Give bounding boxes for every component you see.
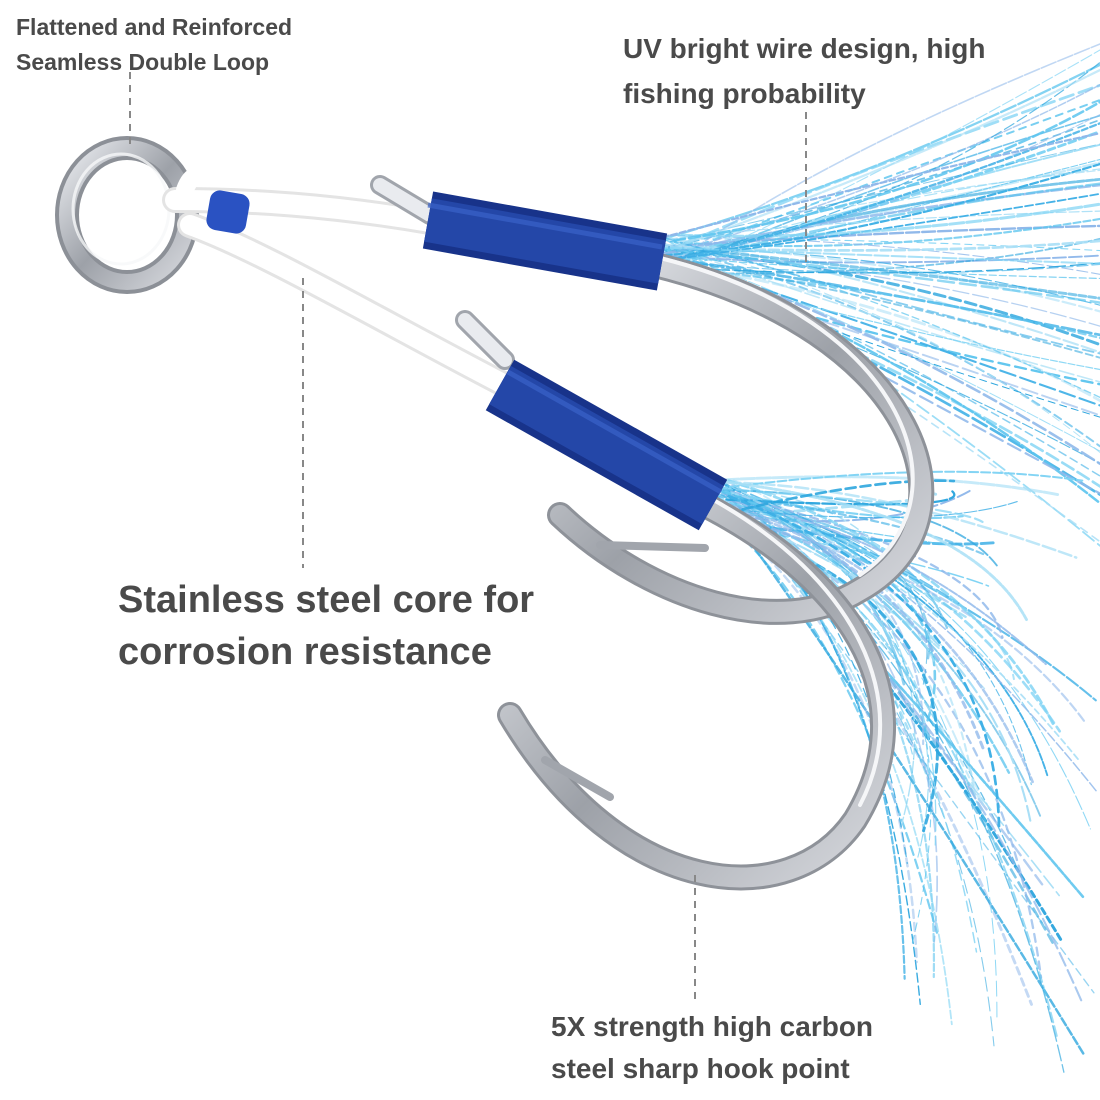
callout-double-loop-line-2: Seamless Double Loop xyxy=(16,49,270,75)
callout-double-loop: Flattened and Reinforced Seamless Double… xyxy=(16,10,292,80)
callout-leaders xyxy=(129,72,807,1000)
callout-steel-core-line-1: Stainless steel core for xyxy=(118,579,535,621)
callout-uv-wire-line-2: fishing probability xyxy=(623,78,866,109)
callout-hook-point-line-1: 5X strength high carbon xyxy=(551,1011,874,1042)
callout-uv-wire-line-1: UV bright wire design, high xyxy=(623,33,986,64)
callout-double-loop-line-1: Flattened and Reinforced xyxy=(16,14,293,40)
thread-wrap-upper xyxy=(422,191,668,291)
lower-hook xyxy=(455,310,897,891)
assist-cord xyxy=(162,165,518,398)
callout-hook-point: 5X strength high carbon steel sharp hook… xyxy=(551,1006,873,1090)
callout-steel-core-line-2: corrosion resistance xyxy=(118,631,492,673)
knot-wrap xyxy=(206,190,250,234)
callout-steel-core: Stainless steel core for corrosion resis… xyxy=(118,574,534,678)
uv-flash-tinsel xyxy=(648,43,1100,1073)
upper-hook xyxy=(370,175,935,625)
callout-hook-point-line-2: steel sharp hook point xyxy=(551,1053,850,1084)
thread-wrap-lower xyxy=(485,359,728,531)
split-ring xyxy=(55,136,199,294)
callout-uv-wire: UV bright wire design, high fishing prob… xyxy=(623,26,985,116)
